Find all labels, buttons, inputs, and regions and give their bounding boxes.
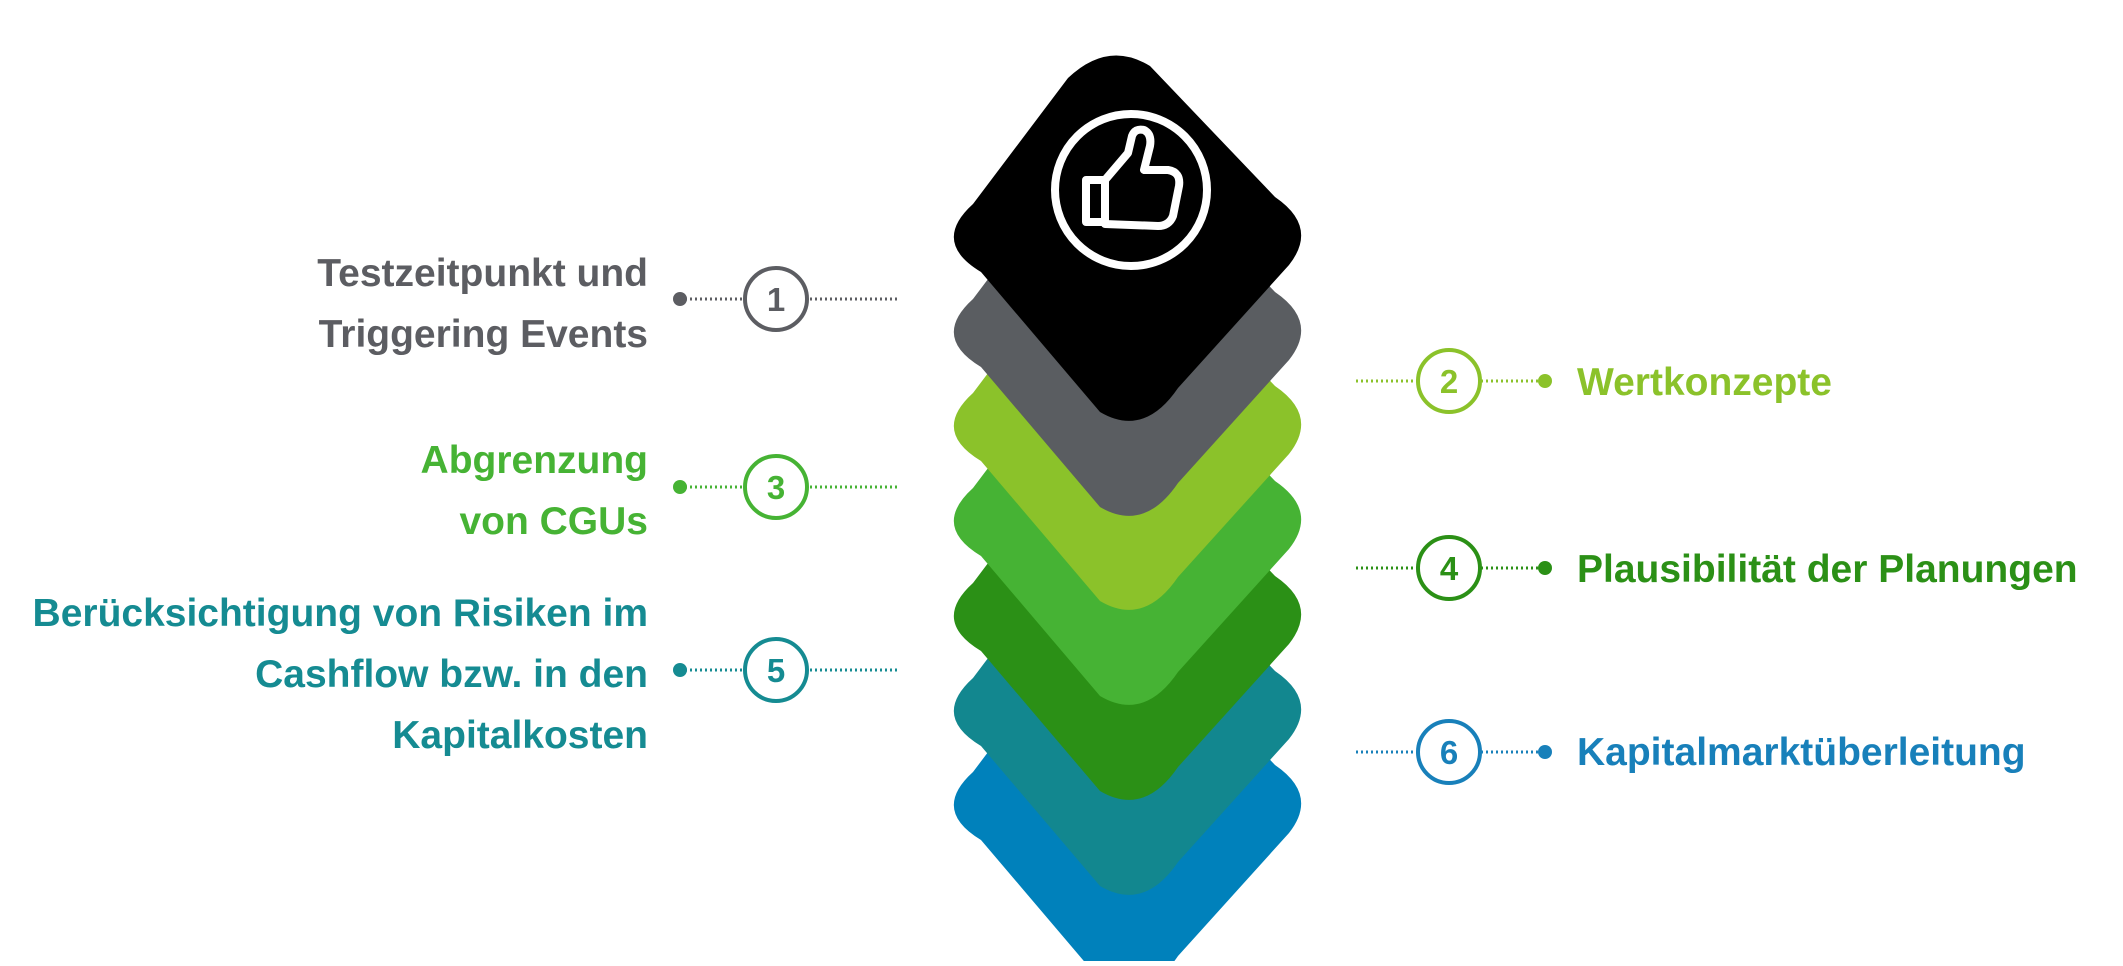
step-5-label-line: Cashflow bzw. in den bbox=[255, 653, 648, 696]
layer-black bbox=[953, 55, 1302, 421]
step-number-circle-5 bbox=[743, 637, 809, 703]
step-number-3: 3 bbox=[767, 469, 785, 506]
step-6-label-line: Kapitalmarktüberleitung bbox=[1577, 731, 2026, 774]
step-2-label-line: Wertkonzepte bbox=[1577, 361, 1832, 404]
step-3-label: Abgrenzung von CGUs bbox=[421, 430, 648, 552]
connector-dot-2 bbox=[1538, 374, 1552, 388]
step-1-label-line: Testzeitpunkt und bbox=[317, 252, 648, 295]
step-5-label-line: Berücksichtigung von Risiken im bbox=[32, 592, 648, 635]
step-3-label-line: von CGUs bbox=[459, 500, 648, 543]
step-number-circle-1 bbox=[743, 266, 809, 332]
step-4-label: Plausibilität der Planungen bbox=[1577, 539, 2078, 600]
connector-dot-4 bbox=[1538, 561, 1552, 575]
connector-dot-1 bbox=[673, 292, 687, 306]
connector-dot-6 bbox=[1538, 745, 1552, 759]
step-number-circle-4 bbox=[1416, 535, 1482, 601]
step-number-circle-2 bbox=[1416, 348, 1482, 414]
step-number-2: 2 bbox=[1440, 363, 1458, 400]
connector-dot-3 bbox=[673, 480, 687, 494]
step-number-4: 4 bbox=[1440, 550, 1459, 587]
step-6-label: Kapitalmarktüberleitung bbox=[1577, 722, 2026, 783]
step-5-label: Berücksichtigung von Risiken im Cashflow … bbox=[33, 583, 648, 766]
step-number-5: 5 bbox=[767, 652, 785, 689]
step-number-circle-6 bbox=[1416, 719, 1482, 785]
step-2-label: Wertkonzepte bbox=[1577, 352, 1832, 413]
step-1-label-line: Triggering Events bbox=[318, 313, 648, 356]
step-3-label-line: Abgrenzung bbox=[420, 439, 648, 482]
step-number-circle-3 bbox=[743, 454, 809, 520]
step-5-label-line: Kapitalkosten bbox=[392, 714, 648, 757]
step-number-6: 6 bbox=[1440, 734, 1458, 771]
step-number-1: 1 bbox=[767, 281, 785, 318]
step-4-label-line: Plausibilität der Planungen bbox=[1577, 548, 2078, 591]
thumbs-up-icon bbox=[1051, 110, 1211, 270]
connector-dot-5 bbox=[673, 663, 687, 677]
